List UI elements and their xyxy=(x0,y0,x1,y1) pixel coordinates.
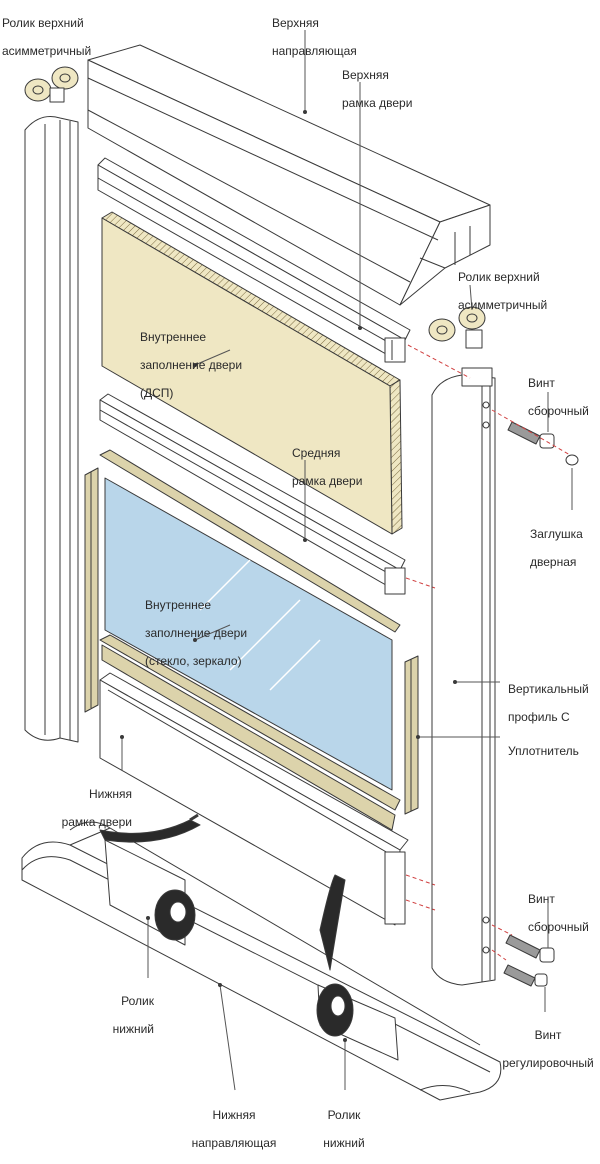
label-roller-top-right: Ролик верхний асимметричный xyxy=(458,270,548,312)
top-guide-rail xyxy=(87,44,491,306)
middle-door-frame xyxy=(99,393,406,595)
label-seal: Уплотнитель xyxy=(508,744,579,758)
bottom-guide-rail xyxy=(21,821,502,1101)
label-chipboard: Внутреннее заполнение двери (ДСП) xyxy=(140,330,243,400)
left-seal xyxy=(84,467,99,713)
leader-lines xyxy=(121,30,573,1091)
door-exploded-diagram xyxy=(21,30,579,1101)
assembly-screw-top xyxy=(507,421,555,449)
label-screw-bottom: Винт сборочный xyxy=(528,892,589,934)
label-glass: Внутреннее заполнение двери (стекло, зер… xyxy=(145,598,248,668)
label-bottom-frame: Нижняя рамка двери xyxy=(61,787,132,829)
roller-top-left xyxy=(24,66,79,103)
glass-panel xyxy=(99,449,401,831)
adjusting-screw xyxy=(503,964,548,987)
vertical-profile-c xyxy=(431,367,496,986)
label-bottom-guide: Нижняя направляющая xyxy=(191,1108,277,1150)
roller-bottom-right xyxy=(316,874,399,1061)
door-plug xyxy=(565,454,579,466)
chipboard-panel xyxy=(101,211,403,535)
leader-dots xyxy=(120,110,457,1042)
top-door-frame xyxy=(97,157,411,363)
roller-bottom-left xyxy=(99,813,201,946)
label-middle-frame: Средняя рамка двери xyxy=(292,446,363,488)
right-seal xyxy=(404,655,419,815)
roller-top-right xyxy=(428,306,486,349)
label-top-guide: Верхняя направляющая xyxy=(272,16,357,58)
bottom-door-frame xyxy=(99,672,409,926)
label-roller-bottom-left: Ролик нижний xyxy=(112,994,154,1036)
label-roller-bottom-right: Ролик нижний xyxy=(323,1108,365,1150)
label-vertical-profile: Вертикальный профиль С xyxy=(508,682,589,724)
label-adjust-screw: Винт регулировочный xyxy=(502,1028,594,1070)
label-plug: Заглушка дверная xyxy=(530,527,583,569)
assembly-screw-bottom xyxy=(505,934,555,963)
label-top-frame: Верхняя рамка двери xyxy=(342,68,413,110)
label-screw-top: Винт сборочный xyxy=(528,376,589,418)
assembly-lines xyxy=(405,344,571,961)
label-roller-top-left: Ролик верхний асимметричный xyxy=(2,16,92,58)
left-vertical-profile xyxy=(24,116,79,743)
